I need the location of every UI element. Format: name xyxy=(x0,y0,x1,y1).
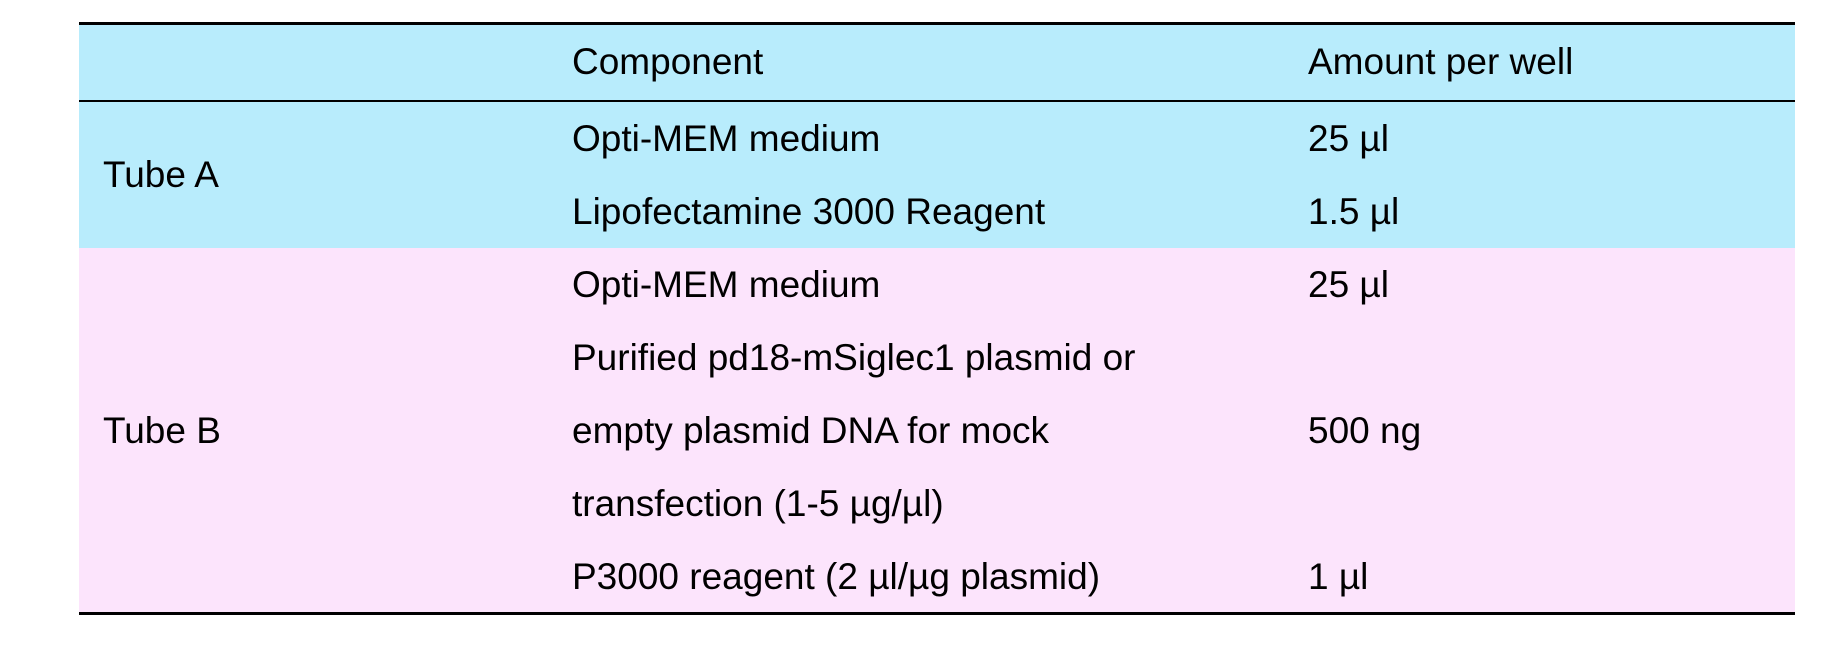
table-row-amount: 25 µl xyxy=(1308,264,1389,305)
table-row-component: Opti-MEM medium xyxy=(572,118,881,159)
table-row-amount: 25 µl xyxy=(1308,118,1389,159)
table-row-amount: 1.5 µl xyxy=(1308,191,1400,232)
tube-a-group: Tube A Opti-MEM medium 25 µl Lipofectami… xyxy=(79,102,1795,248)
table-row-component-line: empty plasmid DNA for mock xyxy=(572,410,1050,451)
table-row-amount: 500 ng xyxy=(1308,410,1422,451)
tube-a-label: Tube A xyxy=(103,154,219,195)
bottom-rule xyxy=(79,612,1795,615)
tube-b-label: Tube B xyxy=(103,410,221,451)
reagent-table: Component Amount per well Tube A Opti-ME… xyxy=(79,22,1795,615)
header-component: Component xyxy=(572,41,764,82)
table-row-component-line: Purified pd18-mSiglec1 plasmid or xyxy=(572,337,1136,378)
top-rule xyxy=(79,22,1795,25)
table-row-component-line: transfection (1-5 µg/µl) xyxy=(572,483,944,524)
tube-b-group: Tube B Opti-MEM medium 25 µl Purified pd… xyxy=(79,248,1795,612)
header-amount: Amount per well xyxy=(1308,41,1574,82)
table-row-component: Opti-MEM medium xyxy=(572,264,881,305)
table-row-amount: 1 µl xyxy=(1308,556,1369,597)
table-row-component: Lipofectamine 3000 Reagent xyxy=(572,191,1046,232)
header-rule xyxy=(79,100,1795,102)
table-row-component: P3000 reagent (2 µl/µg plasmid) xyxy=(572,556,1101,597)
table-header-row: Component Amount per well xyxy=(79,25,1795,100)
